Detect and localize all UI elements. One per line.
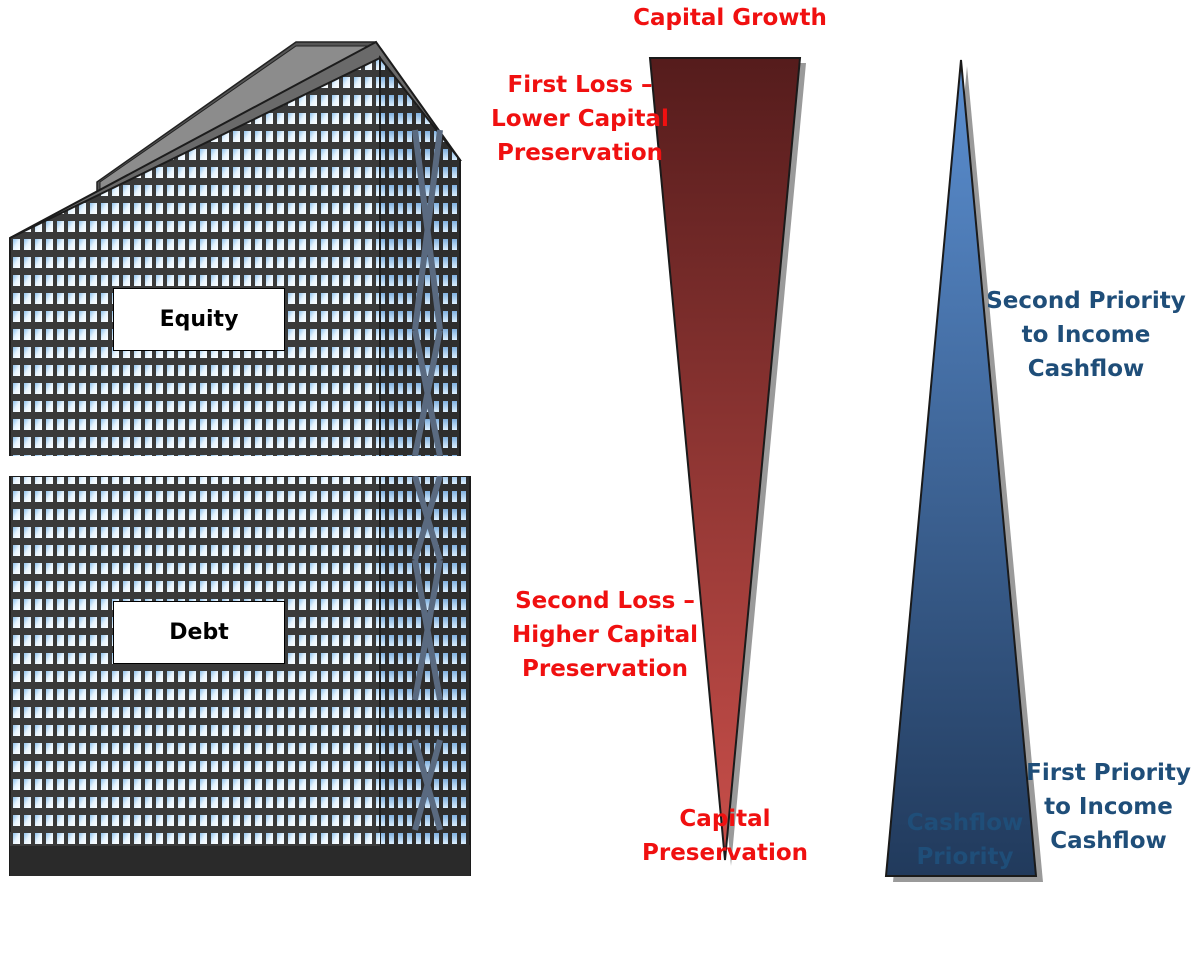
second-priority-line-3: Cashflow	[1027, 356, 1145, 382]
first-priority-label: First Priority to Income Cashflow	[1020, 756, 1197, 858]
building-upper-section	[9, 40, 462, 456]
cashflow-priority-label: Cashflow Priority	[860, 806, 1070, 874]
first-priority-line-2: to Income	[1044, 794, 1173, 820]
cashflow-wedge	[884, 59, 1043, 882]
capital-growth-label: Capital Growth	[633, 5, 827, 31]
debt-label: Debt	[113, 601, 285, 664]
building-lower-section	[9, 476, 471, 876]
second-priority-line-1: Second Priority	[986, 288, 1186, 314]
capital-preservation-line-2: Preservation	[642, 840, 808, 866]
capital-preservation-line-1: Capital	[679, 806, 771, 832]
first-loss-line-2: Lower Capital	[491, 106, 669, 132]
first-priority-line-3: Cashflow	[1050, 828, 1167, 854]
second-priority-line-2: to Income	[1021, 322, 1151, 348]
first-loss-line-1: First Loss –	[507, 72, 653, 98]
cashflow-priority-line-1: Cashflow	[906, 810, 1024, 836]
first-loss-label: First Loss – Lower Capital Preservation	[475, 68, 685, 170]
first-priority-line-1: First Priority	[1026, 760, 1191, 786]
capital-wedge	[648, 57, 806, 866]
cashflow-priority-line-2: Priority	[916, 844, 1014, 870]
building-illustration	[9, 40, 471, 876]
second-loss-line-1: Second Loss –	[515, 588, 695, 614]
second-priority-label: Second Priority to Income Cashflow	[975, 284, 1197, 386]
second-loss-line-2: Higher Capital	[511, 622, 699, 648]
first-loss-line-3: Preservation	[497, 140, 663, 166]
equity-label: Equity	[113, 288, 285, 351]
second-loss-label: Second Loss – Higher Capital Preservatio…	[500, 584, 710, 686]
capital-preservation-label: Capital Preservation	[615, 802, 835, 870]
second-loss-line-3: Preservation	[522, 656, 688, 682]
